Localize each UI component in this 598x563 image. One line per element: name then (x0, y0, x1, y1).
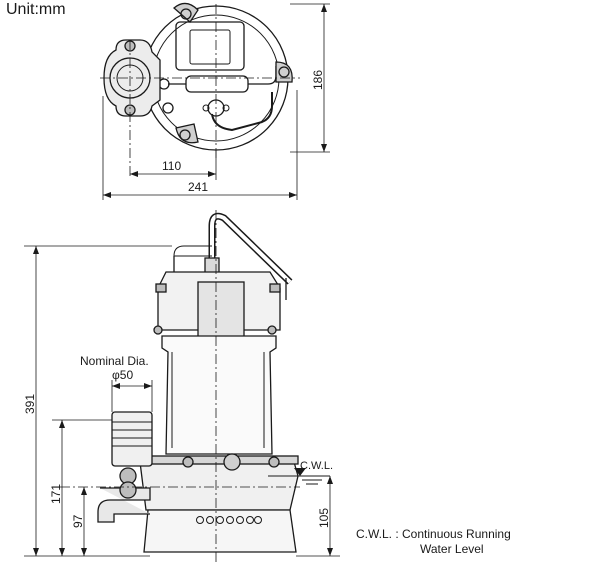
bolt-mid-right (267, 325, 277, 335)
pipe-bolt-bottom (119, 481, 137, 499)
legend-continuation: Water Level (420, 542, 484, 556)
discharge-pipe-rings (112, 421, 152, 447)
elbow-pipe (97, 487, 151, 523)
nominal-dia-value: φ50 (112, 368, 134, 382)
discharge-pipe (111, 411, 153, 467)
top-centre-lines (100, 4, 300, 178)
dim-171-lines (52, 419, 112, 556)
cable-bolt-left (202, 104, 210, 112)
dim-241-lines (102, 90, 298, 200)
motor-cover-block (197, 281, 245, 339)
motor-body (161, 335, 277, 455)
casing-plug (223, 453, 241, 471)
cwl-mark: C.W.L. (300, 460, 334, 472)
bolt-lug-right (275, 61, 293, 83)
top-view (100, 2, 330, 200)
cable-line (211, 92, 273, 132)
cwl-mark-lines (268, 468, 330, 485)
dim-97-lines (81, 487, 87, 556)
side-view (24, 210, 340, 562)
cable-bolt-right (222, 104, 230, 112)
bolt-lug-bottom-left (175, 123, 199, 144)
strainer-base (143, 509, 297, 553)
strainer-holes (196, 516, 262, 524)
unit-label: Unit:mm (6, 1, 66, 18)
handle-arm-right (248, 66, 277, 85)
cover-plate-inner (189, 29, 231, 65)
dimension-105: 105 (317, 507, 331, 528)
dim-391-lines (24, 245, 172, 557)
dimension-97: 97 (71, 514, 85, 528)
dim-110-lines (130, 150, 217, 180)
pump-casing (139, 461, 299, 511)
casing-bolt-2 (268, 456, 280, 468)
dimension-186: 186 (311, 69, 325, 90)
dimension-391: 391 (23, 393, 37, 414)
dimension-171: 171 (49, 483, 63, 504)
bolt-mid-left (153, 325, 163, 335)
bolt-upper-left (155, 283, 167, 293)
legend-abbr: C.W.L. : Continuous Running (356, 527, 511, 541)
bolt-upper-right (269, 283, 281, 293)
nominal-dia-leader (111, 380, 153, 412)
casing-bolt-1 (182, 456, 194, 468)
dimension-241: 241 (188, 180, 209, 194)
cover-plate (175, 21, 245, 71)
dimension-110: 110 (162, 159, 182, 173)
nominal-dia-label: Nominal Dia. (80, 354, 149, 368)
bolt-lug-top (172, 2, 199, 23)
dim-105-lines (296, 476, 340, 557)
